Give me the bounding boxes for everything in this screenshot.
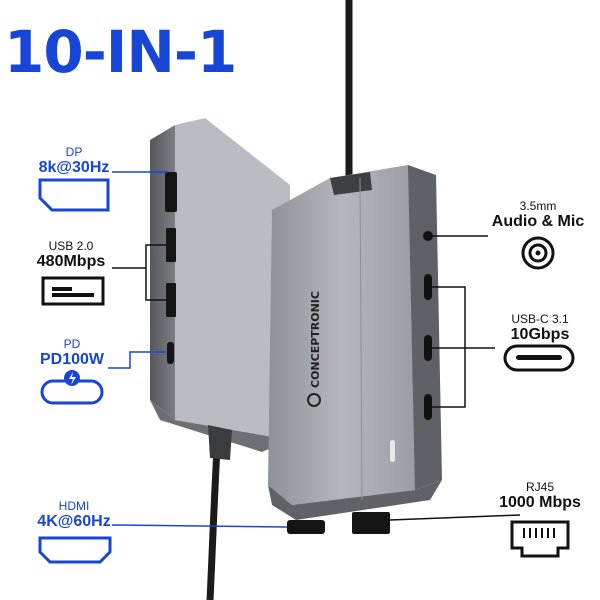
rj45-name: RJ45 <box>525 480 554 494</box>
dp-spec: 8k@30Hz <box>38 159 110 177</box>
brand-text: CONCEPTRONIC <box>309 291 322 388</box>
hdmi-icon <box>38 536 112 564</box>
back-hub-ports <box>165 172 177 364</box>
audio-spec: Audio & Mic <box>491 213 585 231</box>
usb2-label: USB 2.0 480Mbps <box>26 239 116 271</box>
usb2-name: USB 2.0 <box>48 239 94 253</box>
usb-c-port-2 <box>424 335 432 361</box>
front-hub <box>268 165 442 520</box>
hdmi-spec: 4K@60Hz <box>37 513 111 531</box>
usb-a-port-1 <box>166 228 176 262</box>
rj45-port <box>352 512 390 534</box>
usb-c-pd-port <box>167 342 174 364</box>
usb-a-icon <box>41 276 105 306</box>
audio-label: 3.5mm Audio & Mic <box>486 199 590 231</box>
line-usbc <box>432 286 495 408</box>
pd-label: PD PD100W <box>30 337 114 369</box>
usb2-spec: 480Mbps <box>36 253 106 271</box>
displayport-icon <box>38 178 110 212</box>
connector-lines-dark <box>112 235 521 521</box>
usbc-name: USB-C 3.1 <box>511 312 569 326</box>
usb-c-port-3 <box>424 394 432 420</box>
strain-relief-bottom <box>208 425 232 460</box>
hdmi-port <box>287 520 325 534</box>
rj45-spec: 1000 Mbps <box>499 494 581 512</box>
usb-c-power-icon <box>40 370 104 405</box>
audio-port <box>423 231 433 241</box>
pd-name: PD <box>63 337 81 351</box>
pd-spec: PD100W <box>39 351 105 369</box>
line-hdmi <box>111 524 288 528</box>
usb-c-port-1 <box>424 274 432 300</box>
connector-lines <box>108 171 288 528</box>
hdmi-label: HDMI 4K@60Hz <box>32 499 116 531</box>
audio-name: 3.5mm <box>519 199 557 213</box>
center-seam <box>359 177 363 501</box>
usb-c-icon <box>503 344 575 372</box>
usb-a-port-2 <box>166 283 176 317</box>
line-pd <box>108 351 166 369</box>
ethernet-icon <box>510 520 570 558</box>
dp-port <box>165 172 177 212</box>
headline: 10-IN-1 <box>4 18 237 86</box>
front-hub-ports <box>287 231 433 534</box>
usbc-label: USB-C 3.1 10Gbps <box>494 312 586 344</box>
rj45-label: RJ45 1000 Mbps <box>490 480 590 512</box>
dp-label: DP 8k@30Hz <box>32 145 116 177</box>
line-usb2 <box>112 244 166 301</box>
dp-name: DP <box>65 145 83 159</box>
line-rj45 <box>389 514 521 521</box>
brand-logo: CONCEPTRONIC <box>307 291 322 407</box>
strain-relief-top <box>330 172 372 195</box>
usbc-spec: 10Gbps <box>510 326 570 344</box>
led-indicator <box>390 440 395 462</box>
hdmi-name: HDMI <box>58 499 90 513</box>
audio-jack-icon <box>521 236 555 270</box>
